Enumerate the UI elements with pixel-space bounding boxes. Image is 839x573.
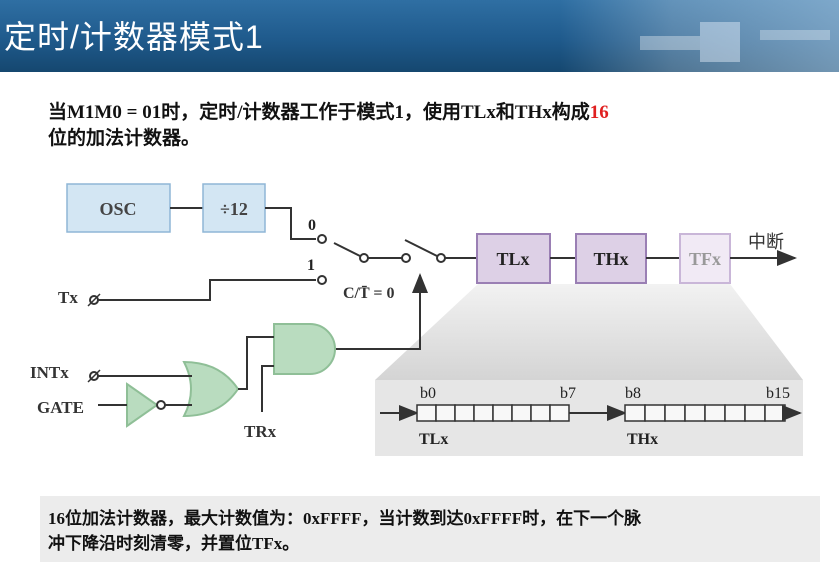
bit-b7-label: b7 — [560, 385, 576, 402]
trx-label: TRx — [244, 422, 277, 441]
osc-label: OSC — [99, 199, 136, 219]
bit-b15-label: b15 — [766, 385, 790, 402]
ct-label: C/T̄ = 0 — [343, 284, 395, 302]
header-banner — [0, 0, 839, 72]
thx-register-label: THx — [593, 249, 628, 269]
summary-line-1: 16位加法计数器，最大计数值为：0xFFFF，当计数到达0xFFFF时，在下一个… — [48, 509, 642, 528]
divider-label: ÷12 — [220, 199, 248, 219]
switch-terminal-1: 1 — [307, 257, 315, 274]
zoom-region — [375, 284, 803, 380]
header-decoration — [760, 30, 830, 40]
intro-paragraph: 当M1M0 = 01时，定时/计数器工作于模式1，使用TLx和THx构成16 位的… — [48, 100, 788, 152]
bit-b8-label: b8 — [625, 385, 641, 402]
osc-block — [66, 183, 171, 233]
thx-bit-cells — [624, 404, 786, 422]
summary-line-2: 冲下降沿时刻清零，并置位TFx。 — [48, 534, 300, 553]
summary-box — [40, 496, 820, 562]
switch-terminal-0: 0 — [308, 217, 316, 234]
tlx-strip-label: TLx — [419, 431, 448, 448]
intro-text: 位的加法计数器。 — [48, 128, 201, 149]
header-decoration — [640, 36, 700, 50]
intx-label: INTx — [30, 363, 69, 382]
not-gate — [126, 382, 159, 428]
header-decoration — [700, 22, 740, 62]
thx-strip-label: THx — [627, 431, 658, 448]
selector-switch — [333, 242, 361, 257]
tfx-flag — [679, 233, 731, 284]
and-gate — [273, 323, 336, 375]
summary-text: 16位加法计数器，最大计数值为：0xFFFF，当计数到达0xFFFF时，在下一个… — [48, 506, 818, 556]
control-switch — [404, 239, 438, 257]
bit-b0-label: b0 — [420, 385, 436, 402]
header-shine — [560, 0, 839, 72]
interrupt-label: 中断 — [748, 232, 784, 252]
tlx-register — [476, 233, 551, 284]
tlx-bit-cells — [416, 404, 570, 422]
tx-label: Tx — [58, 288, 78, 307]
gate-label: GATE — [37, 398, 84, 417]
intro-highlight: 16 — [589, 102, 609, 123]
thx-register — [575, 233, 647, 284]
divider-block — [202, 183, 266, 233]
tfx-flag-label: TFx — [689, 249, 721, 269]
or-gate — [182, 360, 240, 418]
page-title: 定时/计数器模式1 — [4, 19, 264, 55]
intro-text: 当M1M0 = 01时，定时/计数器工作于模式1，使用TLx和THx构成 — [48, 102, 590, 123]
tlx-register-label: TLx — [496, 249, 529, 269]
